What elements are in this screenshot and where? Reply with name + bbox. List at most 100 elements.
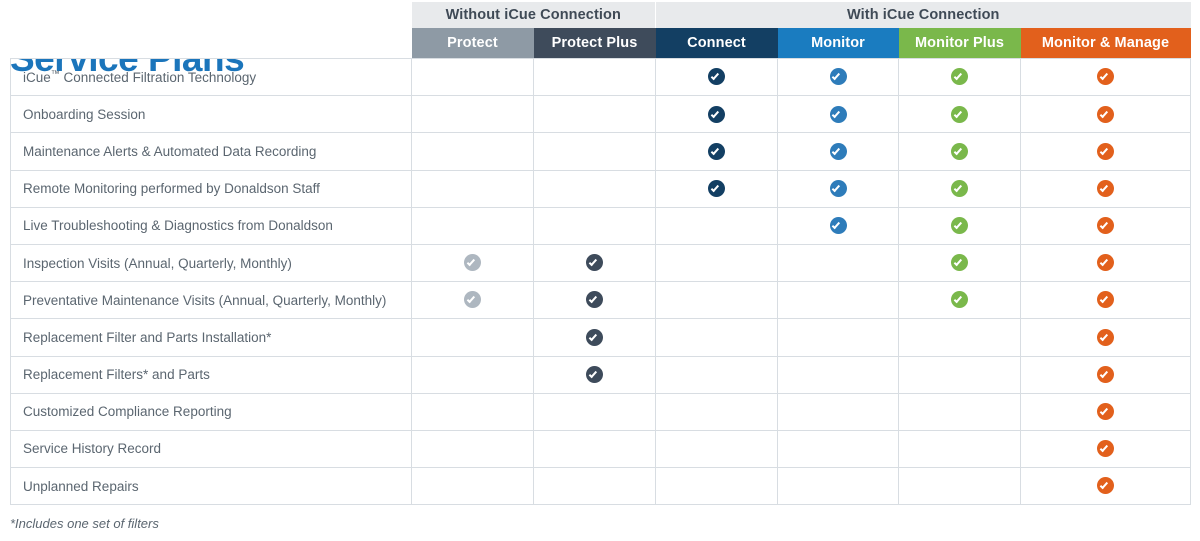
cell-protect_plus bbox=[533, 356, 656, 394]
cell-monitor_manage bbox=[1020, 467, 1191, 506]
cell-monitor_plus bbox=[898, 57, 1021, 97]
check-circle-icon bbox=[951, 254, 968, 272]
cell-monitor bbox=[777, 95, 899, 134]
cell-connect bbox=[655, 132, 778, 171]
feature-label: Inspection Visits (Annual, Quarterly, Mo… bbox=[10, 244, 412, 283]
cell-monitor bbox=[777, 393, 899, 431]
cell-protect_plus bbox=[533, 430, 656, 469]
cell-monitor bbox=[777, 244, 899, 283]
footnote-text: *Includes one set of filters bbox=[10, 516, 159, 531]
cell-protect_plus bbox=[533, 318, 656, 357]
cell-monitor bbox=[777, 132, 899, 171]
cell-connect bbox=[655, 430, 778, 469]
cell-monitor bbox=[777, 170, 899, 208]
plan-header-protect_plus[interactable]: Protect Plus bbox=[533, 28, 656, 59]
cell-monitor_plus bbox=[898, 356, 1021, 394]
table-row: Service History Record bbox=[10, 430, 1191, 469]
check-circle-icon bbox=[464, 291, 481, 309]
cell-monitor bbox=[777, 467, 899, 506]
plan-header-protect[interactable]: Protect bbox=[411, 28, 534, 59]
check-circle-icon bbox=[1097, 105, 1114, 123]
table-row: iCue™ Connected Filtration Technology bbox=[10, 57, 1191, 97]
cell-monitor bbox=[777, 281, 899, 320]
check-circle-icon bbox=[1097, 365, 1114, 383]
cell-protect bbox=[411, 430, 534, 469]
group-header-with-icue: With iCue Connection bbox=[655, 2, 1191, 28]
cell-monitor_plus bbox=[898, 318, 1021, 357]
plan-header-monitor[interactable]: Monitor bbox=[777, 28, 899, 59]
trademark-symbol: ™ bbox=[50, 68, 60, 79]
feature-label: Replacement Filter and Parts Installatio… bbox=[10, 318, 412, 357]
cell-connect bbox=[655, 356, 778, 394]
feature-label: Replacement Filters* and Parts bbox=[10, 356, 412, 394]
cell-protect_plus bbox=[533, 281, 656, 320]
table-row: Maintenance Alerts & Automated Data Reco… bbox=[10, 132, 1191, 171]
table-row: Onboarding Session bbox=[10, 95, 1191, 134]
group-header-spacer bbox=[10, 2, 412, 28]
feature-label: Preventative Maintenance Visits (Annual,… bbox=[10, 281, 412, 320]
check-circle-icon bbox=[829, 105, 847, 123]
cell-monitor_plus bbox=[898, 95, 1021, 134]
check-circle-icon bbox=[1097, 440, 1114, 458]
check-circle-icon bbox=[708, 142, 725, 160]
check-circle-icon bbox=[1097, 291, 1114, 309]
cell-protect_plus bbox=[533, 207, 656, 245]
cell-connect bbox=[655, 57, 778, 97]
plan-header-connect[interactable]: Connect bbox=[655, 28, 778, 59]
check-circle-icon bbox=[951, 291, 968, 309]
cell-monitor_manage bbox=[1020, 281, 1191, 320]
cell-monitor_manage bbox=[1020, 430, 1191, 469]
cell-protect bbox=[411, 95, 534, 134]
table-row: Remote Monitoring performed by Donaldson… bbox=[10, 170, 1191, 208]
check-circle-icon bbox=[829, 217, 847, 235]
cell-connect bbox=[655, 244, 778, 283]
cell-monitor bbox=[777, 356, 899, 394]
cell-monitor_manage bbox=[1020, 244, 1191, 283]
cell-protect bbox=[411, 207, 534, 245]
check-circle-icon bbox=[1097, 142, 1114, 160]
plan-header-monitor_manage[interactable]: Monitor & Manage bbox=[1020, 28, 1191, 59]
check-circle-icon bbox=[951, 179, 968, 197]
cell-monitor_manage bbox=[1020, 318, 1191, 357]
cell-monitor_manage bbox=[1020, 393, 1191, 431]
check-circle-icon bbox=[586, 291, 603, 309]
check-circle-icon bbox=[1097, 403, 1114, 421]
cell-protect_plus bbox=[533, 95, 656, 134]
cell-protect bbox=[411, 393, 534, 431]
table-row: Replacement Filters* and Parts bbox=[10, 356, 1191, 394]
check-circle-icon bbox=[829, 142, 847, 160]
cell-monitor_plus bbox=[898, 430, 1021, 469]
feature-label: Live Troubleshooting & Diagnostics from … bbox=[10, 207, 412, 245]
feature-label: iCue™ Connected Filtration Technology bbox=[10, 57, 412, 97]
cell-connect bbox=[655, 467, 778, 506]
cell-monitor bbox=[777, 57, 899, 97]
check-circle-icon bbox=[1097, 477, 1114, 495]
check-circle-icon bbox=[951, 105, 968, 123]
cell-protect bbox=[411, 356, 534, 394]
cell-monitor bbox=[777, 207, 899, 245]
cell-monitor_plus bbox=[898, 393, 1021, 431]
cell-connect bbox=[655, 393, 778, 431]
feature-label: Remote Monitoring performed by Donaldson… bbox=[10, 170, 412, 208]
cell-monitor_manage bbox=[1020, 170, 1191, 208]
cell-monitor_manage bbox=[1020, 132, 1191, 171]
check-circle-icon bbox=[586, 254, 603, 272]
check-circle-icon bbox=[586, 328, 603, 346]
cell-monitor_plus bbox=[898, 467, 1021, 506]
cell-protect bbox=[411, 244, 534, 283]
check-circle-icon bbox=[708, 105, 725, 123]
plan-header-monitor_plus[interactable]: Monitor Plus bbox=[898, 28, 1021, 59]
table-row: Customized Compliance Reporting bbox=[10, 393, 1191, 431]
cell-protect_plus bbox=[533, 57, 656, 97]
cell-protect_plus bbox=[533, 244, 656, 283]
check-circle-icon bbox=[1097, 328, 1114, 346]
cell-monitor_plus bbox=[898, 244, 1021, 283]
feature-label: Onboarding Session bbox=[10, 95, 412, 134]
cell-connect bbox=[655, 281, 778, 320]
check-circle-icon bbox=[829, 179, 847, 197]
group-header-without-icue: Without iCue Connection bbox=[411, 2, 656, 28]
cell-protect bbox=[411, 132, 534, 171]
